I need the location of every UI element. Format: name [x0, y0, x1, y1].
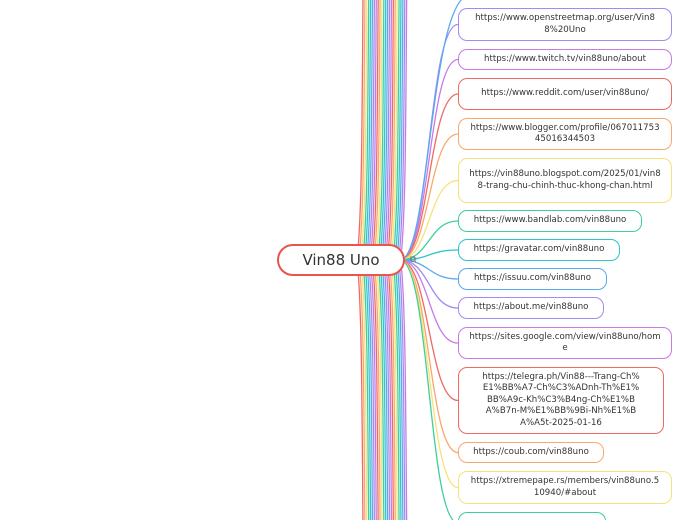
- node-11[interactable]: https://coub.com/vin88uno: [458, 442, 604, 463]
- branch-up-15: [385, 0, 393, 251]
- branch-node-3: [399, 133, 459, 261]
- branch-node-13: [399, 259, 454, 520]
- branch-down-11: [378, 269, 385, 520]
- branch-up-19: [393, 0, 400, 251]
- branch-up-18: [391, 0, 398, 251]
- branch-down-7: [370, 269, 377, 520]
- branch-up-4: [364, 0, 372, 251]
- branch-up-5: [366, 0, 374, 251]
- node-12[interactable]: https://xtremepape.rs/members/vin88uno.5…: [458, 471, 672, 504]
- branch-up-21: [397, 0, 404, 251]
- root-node[interactable]: Vin88 Uno: [277, 244, 405, 276]
- branch-down-5: [366, 269, 374, 520]
- node-8[interactable]: https://about.me/vin88uno: [458, 297, 604, 319]
- branch-down-13: [382, 269, 389, 520]
- branch-up-8: [372, 0, 379, 251]
- branch-node-12: [399, 259, 459, 489]
- branch-down-3: [363, 269, 370, 520]
- branch-down-8: [372, 269, 379, 520]
- branch-down-14: [383, 269, 391, 520]
- node-6[interactable]: https://gravatar.com/vin88uno: [458, 239, 620, 261]
- branch-down-0: [357, 269, 364, 520]
- branch-node-8: [399, 259, 459, 309]
- branch-up-0: [357, 0, 364, 251]
- branch-down-21: [397, 269, 404, 520]
- branch-up-7: [370, 0, 377, 251]
- branch-up-12: [380, 0, 387, 251]
- node-2[interactable]: https://www.reddit.com/user/vin88uno/: [458, 78, 672, 110]
- node-1[interactable]: https://www.twitch.tv/vin88uno/about: [458, 49, 672, 70]
- branch-node-11: [399, 259, 459, 454]
- branch-down-9: [374, 269, 381, 520]
- branch-up-13: [382, 0, 389, 251]
- branch-up-20: [395, 0, 402, 251]
- branch-down-22: [399, 269, 406, 520]
- branch-up-22: [399, 0, 406, 251]
- branch-down-10: [376, 269, 383, 520]
- external-link-icon[interactable]: ⧉: [410, 255, 417, 265]
- branch-node-2: [399, 93, 459, 261]
- branch-down-18: [391, 269, 398, 520]
- branch-up-11: [378, 0, 385, 251]
- branch-down-4: [364, 269, 372, 520]
- branch-node-9: [399, 259, 459, 344]
- node-9[interactable]: https://sites.google.com/view/vin88uno/h…: [458, 327, 672, 359]
- branch-up-3: [363, 0, 370, 251]
- branch-down-20: [395, 269, 402, 520]
- node-0[interactable]: https://www.openstreetmap.org/user/Vin88…: [458, 8, 672, 41]
- node-13[interactable]: [458, 512, 606, 520]
- branch-offscreen-top: [399, 0, 463, 261]
- branch-down-19: [393, 269, 400, 520]
- branch-up-10: [376, 0, 383, 251]
- branch-down-2: [361, 269, 368, 520]
- node-10[interactable]: https://telegra.ph/Vin88---Trang-Ch%E1%B…: [458, 367, 664, 434]
- branch-node-5: [399, 220, 459, 261]
- branch-down-23: [401, 269, 408, 520]
- branch-down-12: [380, 269, 387, 520]
- node-3[interactable]: https://www.blogger.com/profile/06701175…: [458, 118, 672, 150]
- branch-up-6: [368, 0, 376, 251]
- root-label: Vin88 Uno: [302, 251, 380, 269]
- branch-down-16: [387, 269, 395, 520]
- branch-up-17: [389, 0, 396, 251]
- branch-node-6: [399, 249, 459, 261]
- branch-up-9: [374, 0, 381, 251]
- node-4[interactable]: https://vin88uno.blogspot.com/2025/01/vi…: [458, 158, 672, 203]
- branch-node-10: [399, 259, 459, 402]
- branch-up-14: [383, 0, 391, 251]
- branch-node-4: [399, 179, 459, 261]
- node-5[interactable]: https://www.bandlab.com/vin88uno: [458, 210, 642, 232]
- node-7[interactable]: https://issuu.com/vin88uno: [458, 268, 607, 290]
- branch-up-2: [361, 0, 368, 251]
- branch-down-6: [368, 269, 376, 520]
- branch-up-16: [387, 0, 395, 251]
- branch-node-1: [399, 58, 459, 261]
- branch-up-1: [359, 0, 366, 251]
- branch-down-15: [385, 269, 393, 520]
- branch-down-1: [359, 269, 366, 520]
- branch-down-17: [389, 269, 396, 520]
- branch-up-23: [401, 0, 408, 251]
